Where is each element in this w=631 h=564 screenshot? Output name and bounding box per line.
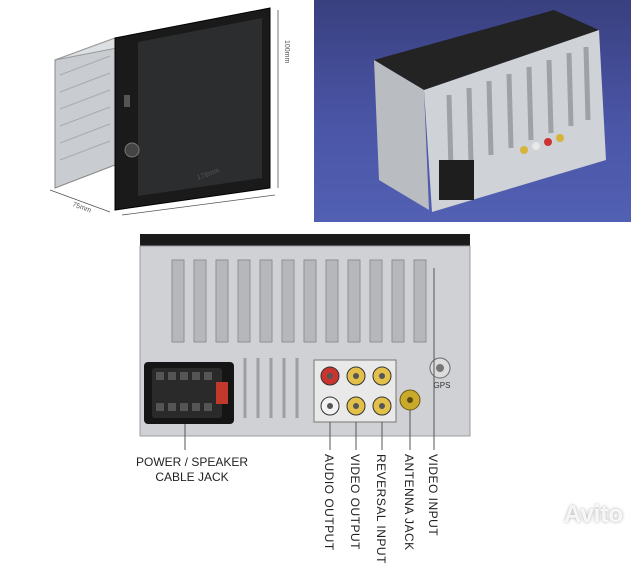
- watermark: Avito: [530, 500, 623, 530]
- video-output-label: VIDEO OUTPUT: [348, 454, 362, 551]
- video-input-label: VIDEO INPUT: [426, 454, 440, 537]
- connector-diagram: GPS: [0, 228, 631, 540]
- avito-logo-icon: [532, 503, 559, 529]
- antenna-jack-label: ANTENNA JACK: [402, 454, 416, 551]
- audio-output-label: AUDIO OUTPUT: [322, 454, 336, 551]
- gps-label: GPS: [434, 381, 451, 390]
- power-speaker-label: POWER / SPEAKER CABLE JACK: [135, 455, 249, 484]
- dimension-depth: 75mm: [71, 201, 92, 214]
- product-dimension-photo: 100mm 178mm 75mm: [0, 0, 312, 224]
- watermark-text: Avito: [563, 501, 623, 528]
- dimension-height: 100mm: [283, 40, 290, 64]
- product-rear-photo: [314, 0, 631, 222]
- reversal-input-label: REVERSAL INPUT: [374, 454, 388, 564]
